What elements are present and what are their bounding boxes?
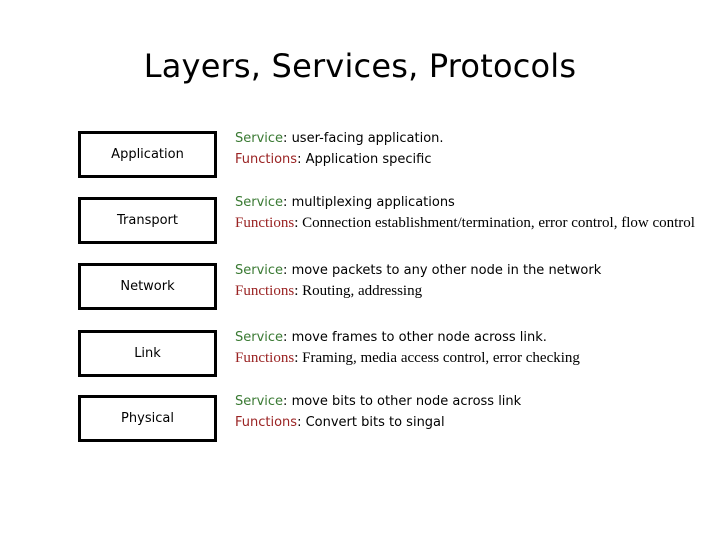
functions-tag: Functions (235, 215, 295, 231)
layer-desc-transport: Service: multiplexing applications Funct… (235, 192, 705, 234)
layer-box-transport[interactable]: Transport (78, 197, 217, 244)
service-line-link: Service: move frames to other node acros… (235, 327, 705, 348)
functions-line-network: Functions: Routing, addressing (235, 281, 705, 302)
page-title: Layers, Services, Protocols (143, 47, 577, 85)
functions-line-physical: Functions: Convert bits to singal (235, 412, 705, 433)
functions-text: Framing, media access control, error che… (302, 350, 580, 366)
service-tag: Service (235, 263, 284, 278)
service-separator: : (283, 195, 292, 210)
functions-line-link: Functions: Framing, media access control… (235, 348, 705, 369)
functions-line-transport: Functions: Connection establishment/term… (235, 213, 705, 234)
layer-box-label-link: Link (134, 346, 161, 361)
layer-box-physical[interactable]: Physical (78, 395, 217, 442)
functions-line-application: Functions: Application specific (235, 149, 705, 170)
service-line-application: Service: user-facing application. (235, 128, 705, 149)
service-separator: : (283, 330, 292, 345)
service-text: move packets to any other node in the ne… (291, 263, 602, 278)
service-separator: : (283, 131, 292, 146)
layer-desc-network: Service: move packets to any other node … (235, 260, 705, 302)
layer-box-application[interactable]: Application (78, 131, 217, 178)
service-tag: Service (235, 131, 284, 146)
layer-box-label-physical: Physical (121, 411, 174, 426)
layer-box-label-transport: Transport (116, 213, 178, 228)
layer-desc-link: Service: move frames to other node acros… (235, 327, 705, 369)
functions-separator: : (297, 415, 306, 430)
service-text: move frames to other node across link. (291, 330, 547, 345)
layer-box-label-network: Network (120, 279, 175, 294)
layer-box-link[interactable]: Link (78, 330, 217, 377)
layer-box-label-application: Application (111, 147, 184, 162)
service-tag: Service (235, 394, 284, 409)
functions-separator: : (294, 283, 303, 299)
service-tag: Service (235, 330, 284, 345)
functions-separator: : (297, 152, 306, 167)
functions-tag: Functions (235, 415, 298, 430)
service-separator: : (283, 263, 292, 278)
layer-box-network[interactable]: Network (78, 263, 217, 310)
functions-separator: : (294, 350, 303, 366)
service-text: move bits to other node across link (291, 394, 522, 409)
service-line-transport: Service: multiplexing applications (235, 192, 705, 213)
functions-text: Routing, addressing (302, 283, 423, 299)
functions-text: Convert bits to singal (305, 415, 445, 430)
functions-text: Connection establishment/termination, er… (302, 215, 695, 231)
functions-separator: : (294, 215, 303, 231)
functions-text: Application specific (305, 152, 432, 167)
layer-desc-physical: Service: move bits to other node across … (235, 391, 705, 433)
service-separator: : (283, 394, 292, 409)
functions-tag: Functions (235, 350, 295, 366)
service-tag: Service (235, 195, 284, 210)
functions-tag: Functions (235, 152, 298, 167)
service-text: multiplexing applications (291, 195, 455, 210)
service-text: user-facing application. (291, 131, 444, 146)
service-line-network: Service: move packets to any other node … (235, 260, 705, 281)
service-line-physical: Service: move bits to other node across … (235, 391, 705, 412)
functions-tag: Functions (235, 283, 295, 299)
layer-desc-application: Service: user-facing application. Functi… (235, 128, 705, 170)
